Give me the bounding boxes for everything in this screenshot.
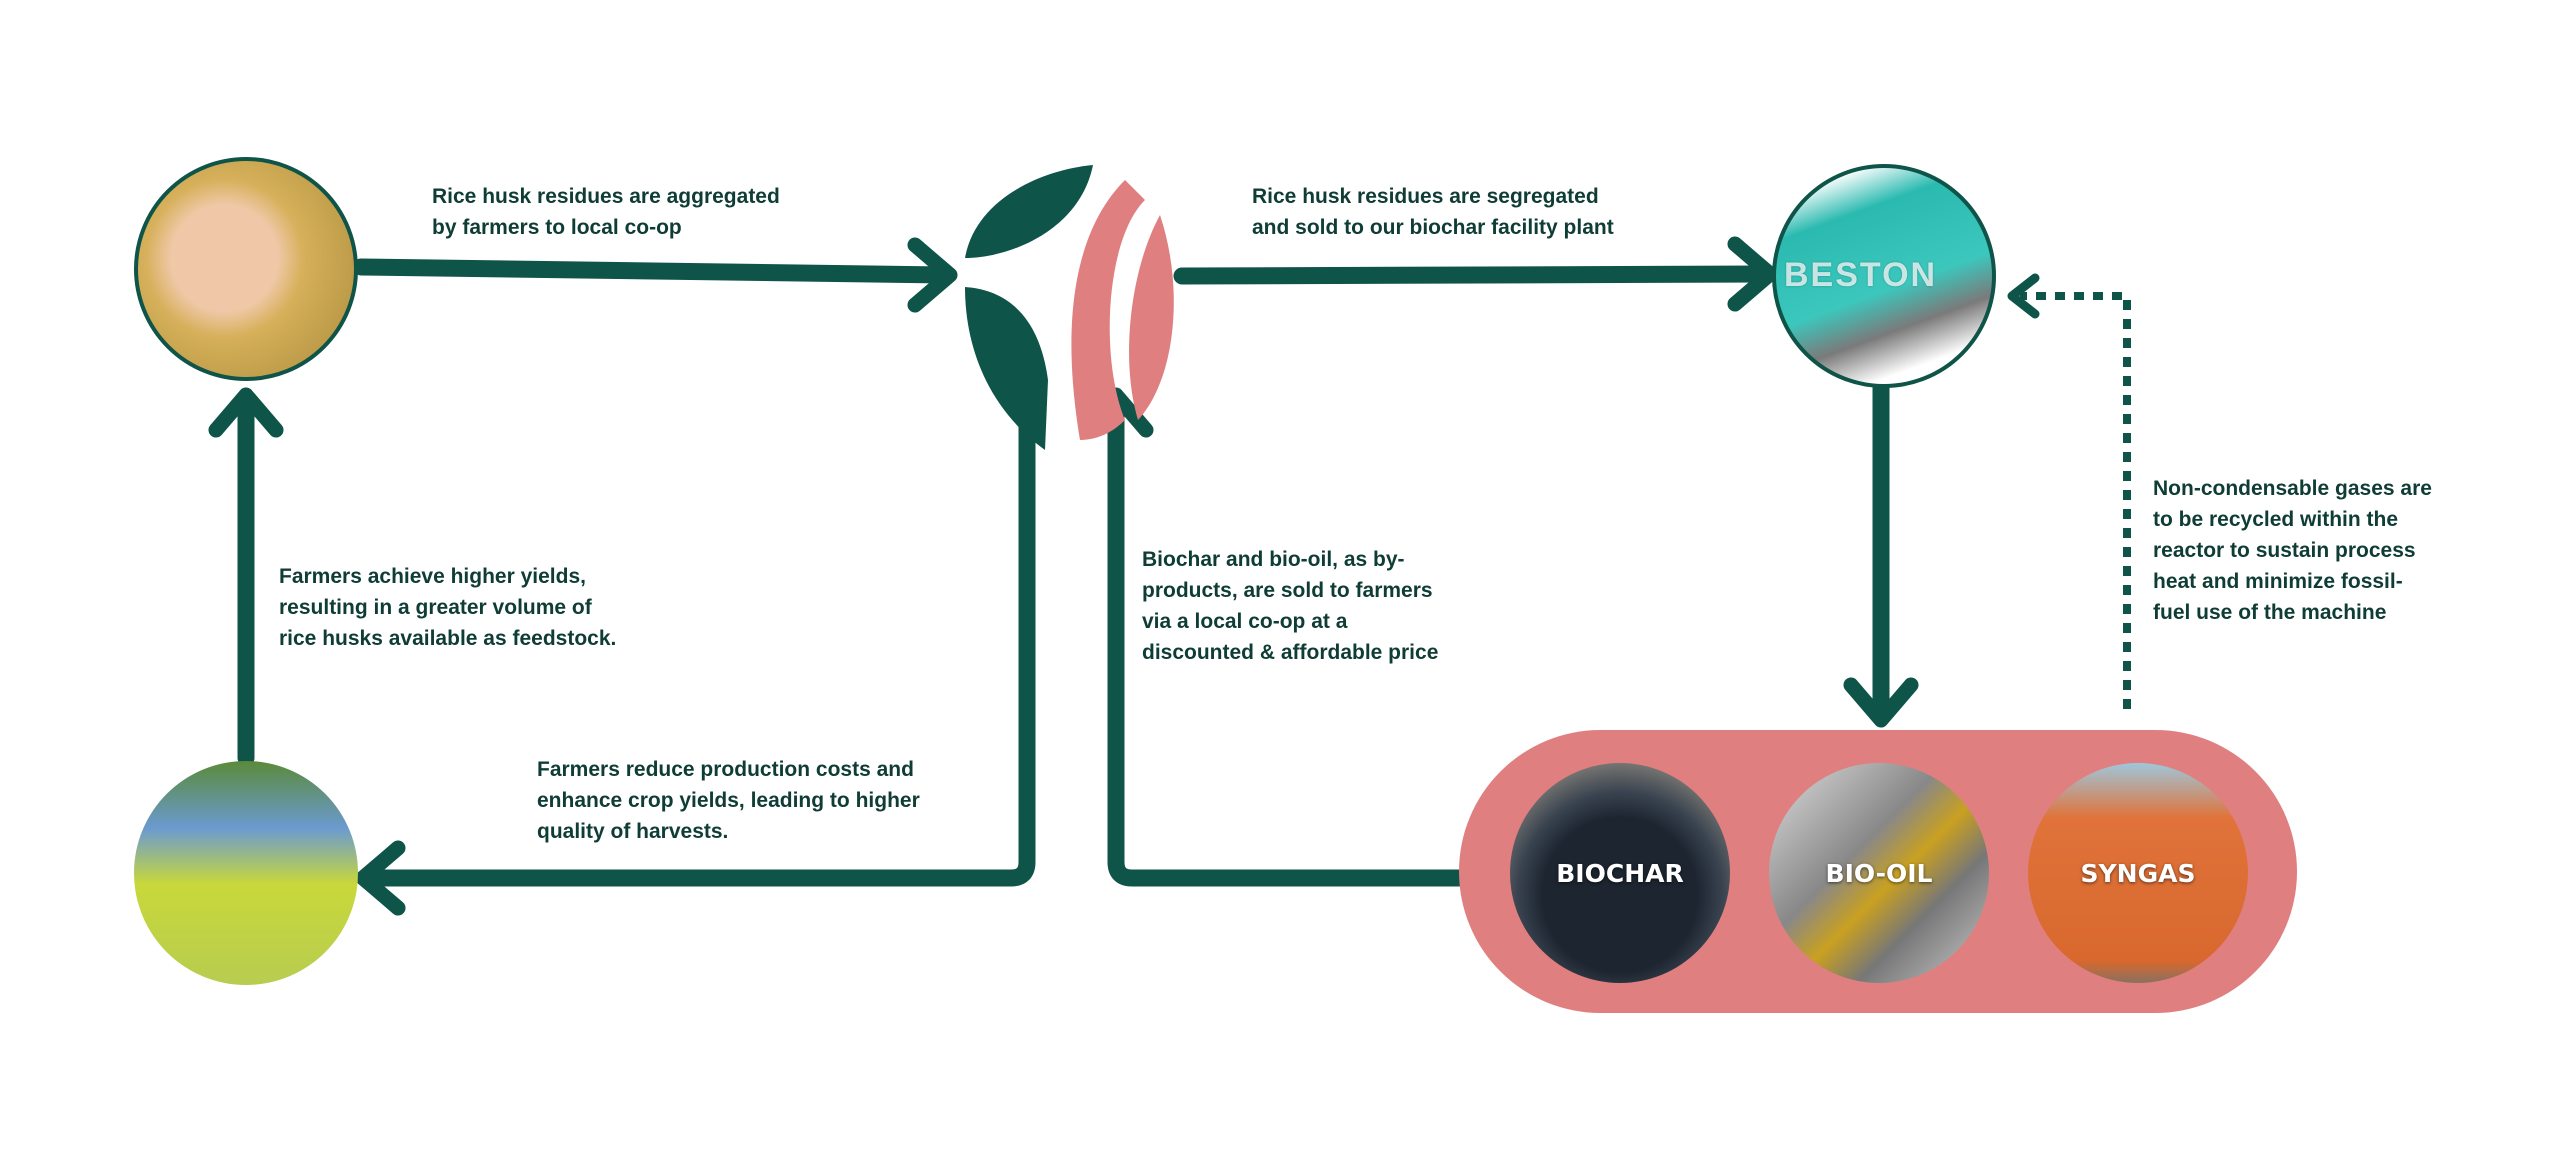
reactor-photo: BESTON (1772, 164, 1996, 388)
arrow-husk-to-coop (352, 258, 954, 284)
caption-line: heat and minimize fossil- (2153, 570, 2403, 593)
arrow-gas-recycle (2020, 292, 2131, 709)
leaf-logo-icon (965, 165, 1174, 450)
product-label: BIO-OIL (1825, 858, 1933, 888)
caption-line: Farmers achieve higher yields, (279, 565, 586, 588)
caption-line: and sold to our biochar facility plant (1252, 216, 1614, 239)
arrowhead (2007, 273, 2040, 319)
caption-line: Non-condensable gases are (2153, 477, 2432, 500)
caption-line: fuel use of the machine (2153, 601, 2387, 624)
caption-line: Rice husk residues are segregated (1252, 185, 1599, 208)
caption-line: Biochar and bio-oil, as by- (1142, 548, 1405, 571)
arrow-products-to-coop (1107, 391, 1468, 887)
caption-gases: Non-condensable gases are to be recycled… (2153, 473, 2432, 628)
arrow-coop-to-reactor (1173, 265, 1774, 285)
arrow-coop-to-farmer (359, 385, 1036, 887)
caption-line: Rice husk residues are aggregated (432, 185, 780, 208)
product-label: BIOCHAR (1556, 858, 1684, 888)
reactor-brand-text: BESTON (1784, 256, 1938, 294)
caption-costs: Farmers reduce production costs and enha… (537, 754, 920, 847)
caption-line: reactor to sustain process (2153, 539, 2416, 562)
caption-line: rice husks available as feedstock. (279, 627, 617, 650)
product-biochar: BIOCHAR (1510, 763, 1730, 983)
arrowhead (208, 387, 284, 438)
caption-line: products, are sold to farmers (1142, 579, 1433, 602)
caption-yields: Farmers achieve higher yields, resulting… (279, 561, 616, 654)
caption-byproducts: Biochar and bio-oil, as by- products, ar… (1142, 544, 1438, 668)
caption-line: to be recycled within the (2153, 508, 2399, 531)
arrowhead (1727, 236, 1778, 312)
product-syngas: SYNGAS (2028, 763, 2248, 983)
arrowhead (355, 840, 406, 916)
caption-line: discounted & affordable price (1142, 641, 1439, 664)
caption-segregated: Rice husk residues are segregated and so… (1252, 181, 1614, 243)
farmer-photo (134, 761, 358, 985)
arrowhead (1843, 677, 1919, 728)
product-bio-oil: BIO-OIL (1769, 763, 1989, 983)
caption-line: quality of harvests. (537, 820, 729, 843)
caption-line: resulting in a greater volume of (279, 596, 592, 619)
caption-aggregated: Rice husk residues are aggregated by far… (432, 181, 780, 243)
caption-line: Farmers reduce production costs and (537, 758, 914, 781)
caption-line: enhance crop yields, leading to higher (537, 789, 920, 812)
caption-line: by farmers to local co-op (432, 216, 682, 239)
product-label: SYNGAS (2080, 858, 2196, 888)
rice-husk-photo (134, 157, 358, 381)
caption-line: via a local co-op at a (1142, 610, 1348, 633)
arrowhead (907, 237, 958, 313)
